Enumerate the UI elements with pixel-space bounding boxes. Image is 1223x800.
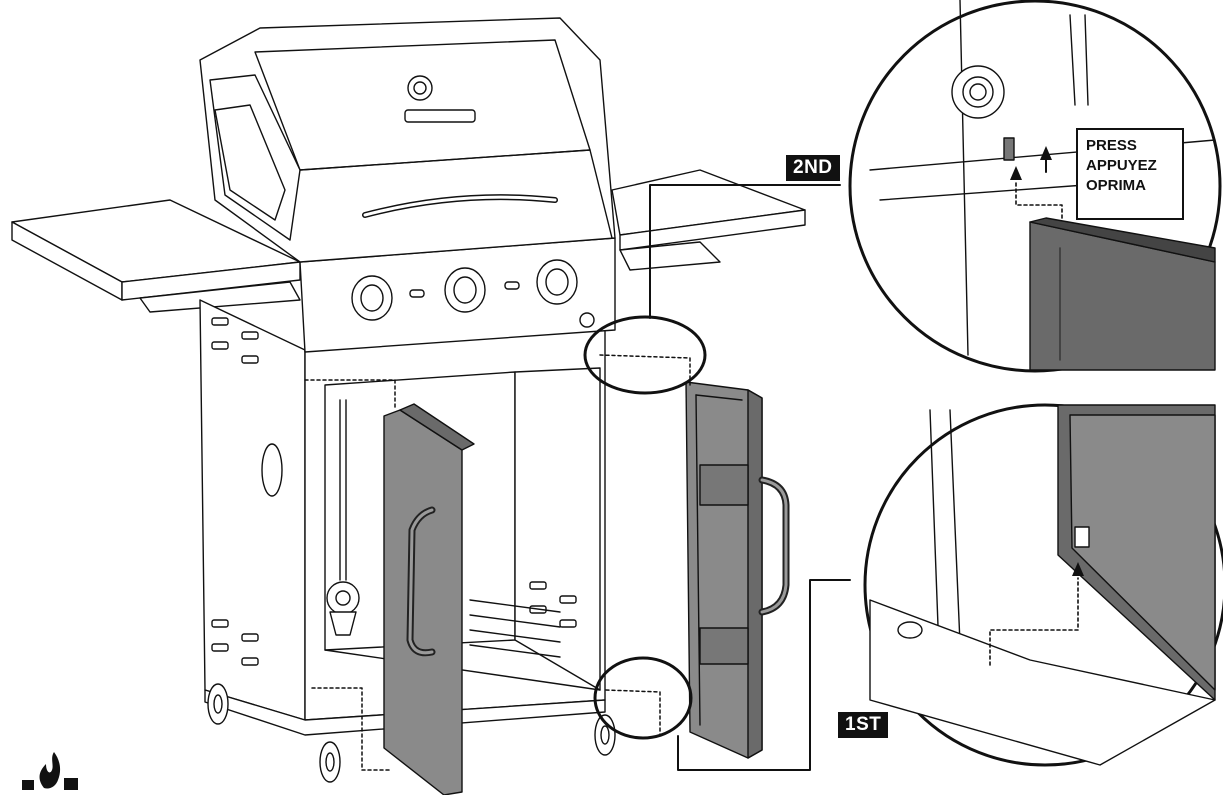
- press-text-fr: APPUYEZ: [1086, 157, 1157, 174]
- flame-logo-icon: [22, 752, 78, 790]
- left-side-shelf: [11, 199, 301, 313]
- step-label-first: 1ST: [838, 712, 889, 738]
- arrow-up-icon: [989, 181, 1079, 666]
- right-side-shelf: [611, 169, 806, 271]
- wheels: [207, 683, 616, 783]
- step-label-second: 2ND: [786, 155, 840, 181]
- detail-circle-bottom: [863, 403, 1223, 767]
- hinge-guides: [304, 354, 691, 771]
- callout-marker-bottom: [593, 656, 693, 740]
- press-text-es: OPRIMA: [1086, 177, 1146, 194]
- grill-lid: [199, 17, 616, 263]
- detail-circle-top: [848, 0, 1222, 373]
- callout-marker-top: [583, 315, 707, 395]
- left-door: [383, 403, 475, 796]
- control-panel: [299, 237, 616, 353]
- press-instruction-box: PRESS APPUYEZ OPRIMA: [1076, 128, 1184, 220]
- gas-regulator: [326, 399, 360, 636]
- connector-line-top: [649, 184, 841, 319]
- right-door: [685, 381, 790, 759]
- press-text-en: PRESS: [1086, 137, 1137, 154]
- side-vents: [211, 317, 577, 666]
- connector-line-bottom: [677, 579, 851, 771]
